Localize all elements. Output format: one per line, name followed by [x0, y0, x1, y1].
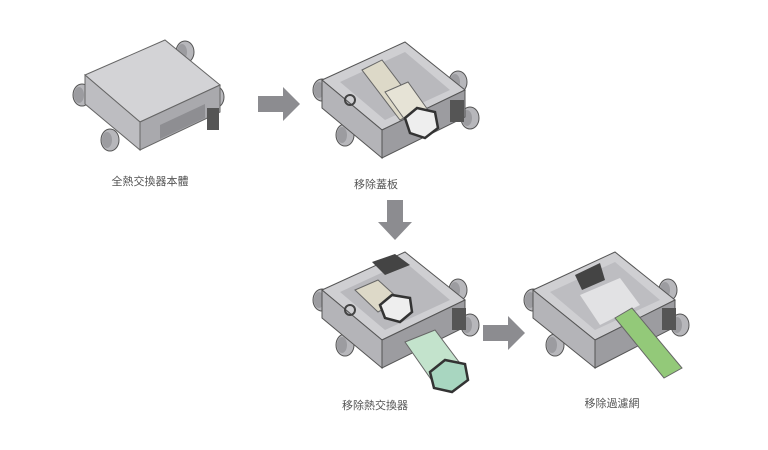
arrow-right-icon [483, 316, 525, 350]
unit-closed [72, 39, 225, 152]
arrow-down-icon [378, 200, 412, 240]
step-label-remove-exchanger: 移除熱交換器 [342, 399, 408, 412]
unit-exchanger-removed [312, 251, 480, 394]
arrow-right-icon [258, 87, 300, 121]
step-label-remove-filter: 移除過濾網 [584, 397, 640, 410]
step-label-remove-cover: 移除蓋板 [354, 178, 398, 191]
unit-cover-removed [312, 41, 480, 160]
unit-filter-removed [523, 251, 690, 379]
step-label-unit-body: 全熱交換器本體 [111, 175, 189, 188]
